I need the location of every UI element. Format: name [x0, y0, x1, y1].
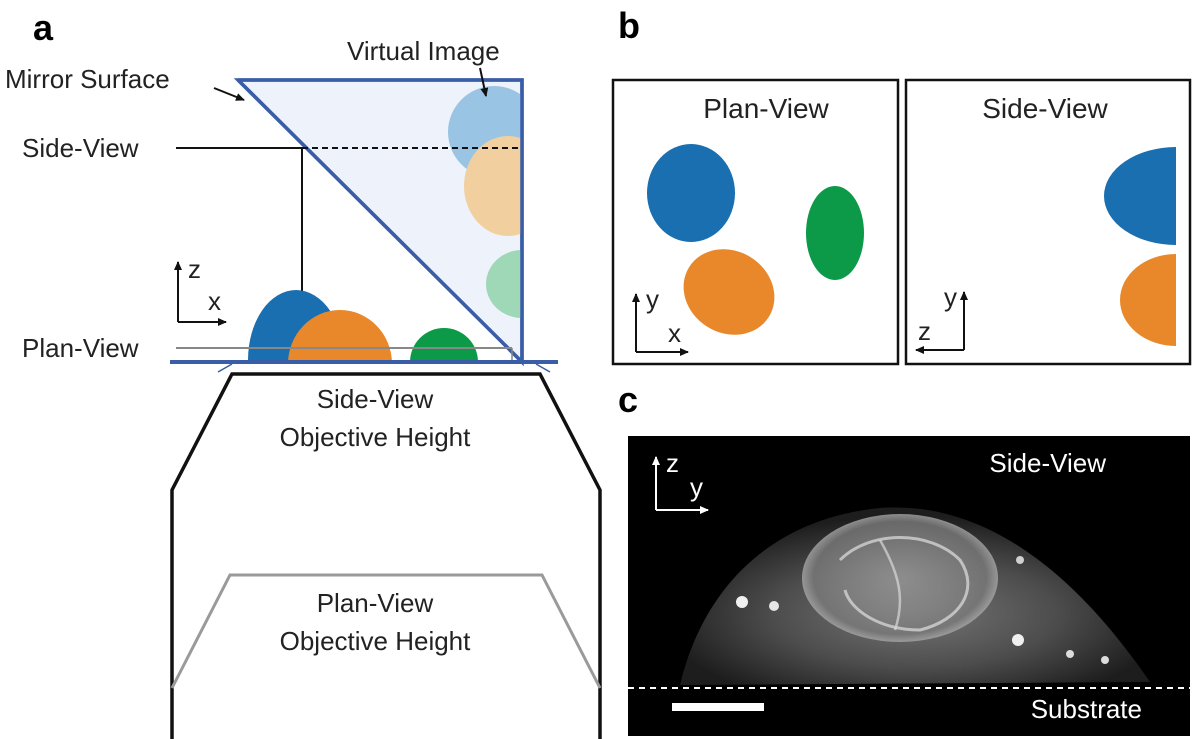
orange-sphere — [288, 310, 392, 362]
punctum — [1012, 634, 1024, 646]
mirror-surface-line — [236, 78, 524, 364]
virtual-image-arrow — [479, 67, 489, 97]
side-orange-cell — [1120, 254, 1176, 346]
plan-objective-label-1: Plan-View — [317, 588, 434, 618]
panel-c: z y Side-View Substrate — [628, 436, 1190, 736]
axis-x-label: x — [208, 286, 221, 316]
plan-view-label: Plan-View — [22, 333, 139, 363]
punctum — [736, 596, 748, 608]
plan-axis-x-label: x — [668, 318, 681, 348]
side-objective-label-1: Side-View — [317, 384, 434, 414]
plan-green-cell — [806, 186, 864, 280]
plan-view-objective — [170, 573, 602, 689]
mirror-surface-label: Mirror Surface — [5, 64, 170, 94]
side-axis-y-label: y — [944, 282, 957, 312]
panel-b: Plan-View y x Side-View y z — [611, 78, 1192, 366]
plan-objective-label-2: Objective Height — [280, 626, 472, 656]
side-view-title: Side-View — [982, 93, 1108, 124]
plan-orange-cell — [683, 249, 775, 335]
side-view-objective — [170, 372, 602, 739]
plan-view-title: Plan-View — [703, 93, 829, 124]
virtual-image-label: Virtual Image — [347, 36, 500, 66]
axis-z-label: z — [188, 254, 201, 284]
side-axis-z-label: z — [918, 316, 931, 346]
c-axis-y-label: y — [690, 472, 703, 502]
plan-axis-y-label: y — [646, 284, 659, 314]
panel-a: z x Virtual Image Mirror Surface Side-Vi… — [5, 36, 602, 739]
virtual-image-group — [448, 86, 522, 318]
c-axis-z-label: z — [666, 448, 679, 478]
virtual-green-sphere — [486, 250, 522, 318]
mirror-surface-arrow — [213, 87, 245, 101]
side-blue-cell — [1104, 147, 1176, 245]
nucleus — [802, 514, 998, 642]
substrate-label: Substrate — [1031, 694, 1142, 724]
scale-bar — [672, 703, 764, 711]
punctum — [1101, 656, 1109, 664]
punctum — [1066, 650, 1074, 658]
side-view-label: Side-View — [22, 133, 139, 163]
punctum — [769, 601, 779, 611]
plan-blue-cell — [647, 144, 735, 242]
side-objective-label-2: Objective Height — [280, 422, 472, 452]
panel-label-a: a — [33, 7, 54, 48]
virtual-orange-sphere — [464, 136, 522, 236]
sample-spheres — [248, 290, 478, 362]
green-sphere — [410, 328, 478, 362]
punctum — [1016, 556, 1024, 564]
panel-label-b: b — [618, 5, 640, 46]
c-side-view-title: Side-View — [989, 448, 1106, 478]
panel-label-c: c — [618, 379, 638, 420]
